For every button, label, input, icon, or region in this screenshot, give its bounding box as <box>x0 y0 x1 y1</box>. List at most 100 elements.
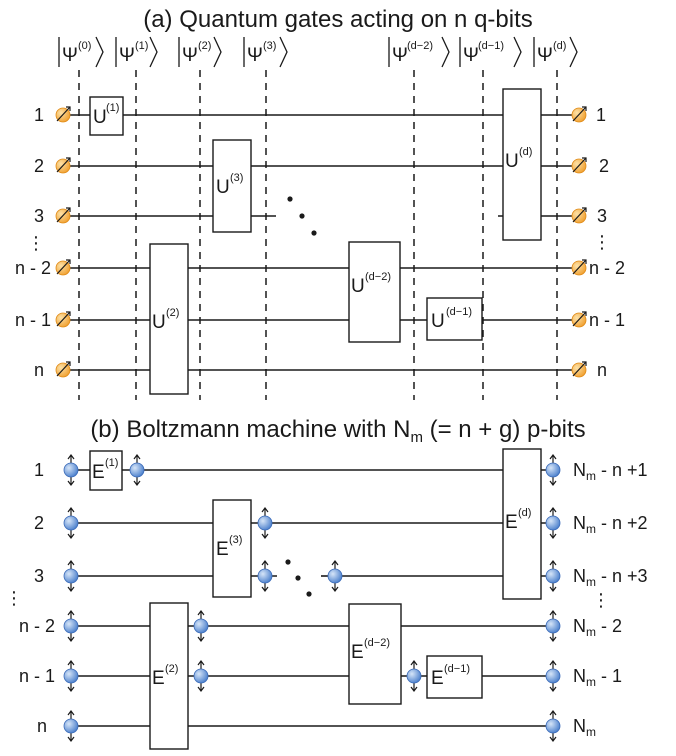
pbit-icon <box>63 710 79 742</box>
panel-b: (b) Boltzmann machine with N m (= n + g) … <box>5 416 648 750</box>
right-label: Nm - n +3 <box>573 566 648 589</box>
ket-superscript: (1) <box>135 40 148 52</box>
label-tail: - 2 <box>596 616 622 636</box>
gate-superscript: (3) <box>229 534 242 546</box>
ellipsis-vertical: ⋮ <box>593 232 611 252</box>
gate-e2: E (2) <box>149 602 189 750</box>
qubit-icon <box>55 311 71 328</box>
ket-symbol: Ψ <box>537 45 553 66</box>
right-label: Nm - 2 <box>573 616 622 639</box>
row-label: n - 1 <box>15 310 51 330</box>
right-label: Nm <box>573 716 596 739</box>
pbit-row-labels-left: 1 2 3 ⋮ n - 2 n - 1 n <box>5 460 55 736</box>
gate-superscript: (1) <box>105 457 118 469</box>
pbit-icon <box>545 507 561 539</box>
row-label: n - 2 <box>589 258 625 278</box>
ket-symbol: Ψ <box>247 45 263 66</box>
qubit-icon <box>55 259 71 276</box>
label-subscript: m <box>586 675 596 689</box>
dot <box>306 591 312 597</box>
pbit-icon <box>63 660 79 692</box>
gate-superscript: (d−2) <box>365 271 391 283</box>
row-label: 1 <box>34 460 44 480</box>
gate-e-d-2: E (d−2) <box>348 603 402 705</box>
qubit-icon <box>571 207 587 224</box>
row-label: 2 <box>599 156 609 176</box>
row-label: 3 <box>34 206 44 226</box>
pbit-icon <box>406 660 422 692</box>
label-base: N <box>573 513 586 533</box>
gate-base: E <box>152 668 165 689</box>
gate-base: U <box>216 177 230 198</box>
panel-b-title: (b) Boltzmann machine with Nm (= n + g) … <box>90 416 585 446</box>
label-subscript: m <box>586 522 596 536</box>
gate-superscript: (d) <box>518 507 531 519</box>
pbit-icon <box>327 560 343 592</box>
right-label: Nm - 1 <box>573 666 622 689</box>
qubit-icon <box>55 361 71 378</box>
qubit-row-labels-right: 1 2 3 ⋮ n - 2 n - 1 n <box>589 105 625 380</box>
pbit-icon <box>545 710 561 742</box>
panel-b-title-tail: (= n + g) p-bits <box>423 416 586 443</box>
gate-u1: U (1) <box>89 96 124 136</box>
panel-a-title: (a) Quantum gates acting on n q-bits <box>143 6 533 33</box>
pbit-icon <box>63 507 79 539</box>
row-label: n - 1 <box>19 666 55 686</box>
qubit-icon <box>571 157 587 174</box>
ket-symbol: Ψ <box>182 45 198 66</box>
dot <box>285 559 291 565</box>
panel-b-title-main: (b) Boltzmann machine with N <box>90 416 410 443</box>
ellipsis-vertical: ⋮ <box>5 588 23 608</box>
label-tail: - n +1 <box>596 460 648 480</box>
energy-gates: E (1) E (2) E (3) E (d−2) E (d−1) <box>89 448 542 750</box>
row-label: 2 <box>34 513 44 533</box>
qubit-icon <box>571 106 587 123</box>
ket-superscript: (0) <box>78 40 91 52</box>
gate-u-d: U (d) <box>502 88 542 241</box>
gate-superscript: (3) <box>230 172 243 184</box>
label-subscript: m <box>586 725 596 739</box>
right-label: Nm - n +2 <box>573 513 648 536</box>
gate-u-d-2: U (d−2) <box>348 241 401 343</box>
label-tail: - n +3 <box>596 566 648 586</box>
ket-psi-0: Ψ (0) <box>58 36 104 68</box>
qubit-icon <box>571 311 587 328</box>
pbit-icon <box>63 560 79 592</box>
gate-superscript: (d) <box>519 146 532 158</box>
ket-symbol: Ψ <box>62 45 78 66</box>
pbit-icon <box>545 454 561 486</box>
ket-symbol: Ψ <box>119 45 135 66</box>
ket-psi-d-1: Ψ (d−1) <box>459 36 522 68</box>
row-label: n <box>34 360 44 380</box>
label-base: N <box>573 716 586 736</box>
ellipsis-dots <box>287 196 317 236</box>
gate-base: E <box>351 642 364 663</box>
row-label: n <box>597 360 607 380</box>
qubit-icon <box>55 106 71 123</box>
ket-symbol: Ψ <box>392 45 408 66</box>
ellipsis-vertical: ⋮ <box>27 233 45 253</box>
label-subscript: m <box>586 469 596 483</box>
ket-superscript: (d) <box>553 40 566 52</box>
gate-superscript: (1) <box>106 102 119 114</box>
label-base: N <box>573 566 586 586</box>
label-subscript: m <box>586 575 596 589</box>
pbit-icon <box>545 610 561 642</box>
pbit-icon <box>129 454 145 486</box>
qubit-row-labels-left: 1 2 3 ⋮ n - 2 n - 1 n <box>15 105 51 380</box>
qubit-icon <box>571 259 587 276</box>
row-label: 2 <box>34 156 44 176</box>
ket-psi-1: Ψ (1) <box>115 36 158 68</box>
gate-base: U <box>505 151 519 172</box>
ket-psi-2: Ψ (2) <box>178 36 222 68</box>
state-slices <box>78 70 558 400</box>
gate-e-d: E (d) <box>502 448 542 600</box>
gate-e3: E (3) <box>212 499 252 598</box>
dot <box>295 575 301 581</box>
ket-symbol: Ψ <box>463 45 479 66</box>
panel-a: (a) Quantum gates acting on n q-bits Ψ (… <box>15 6 625 400</box>
gate-e1: E (1) <box>89 450 123 491</box>
gate-u3: U (3) <box>212 139 252 233</box>
ket-psi-3: Ψ (3) <box>243 36 288 68</box>
